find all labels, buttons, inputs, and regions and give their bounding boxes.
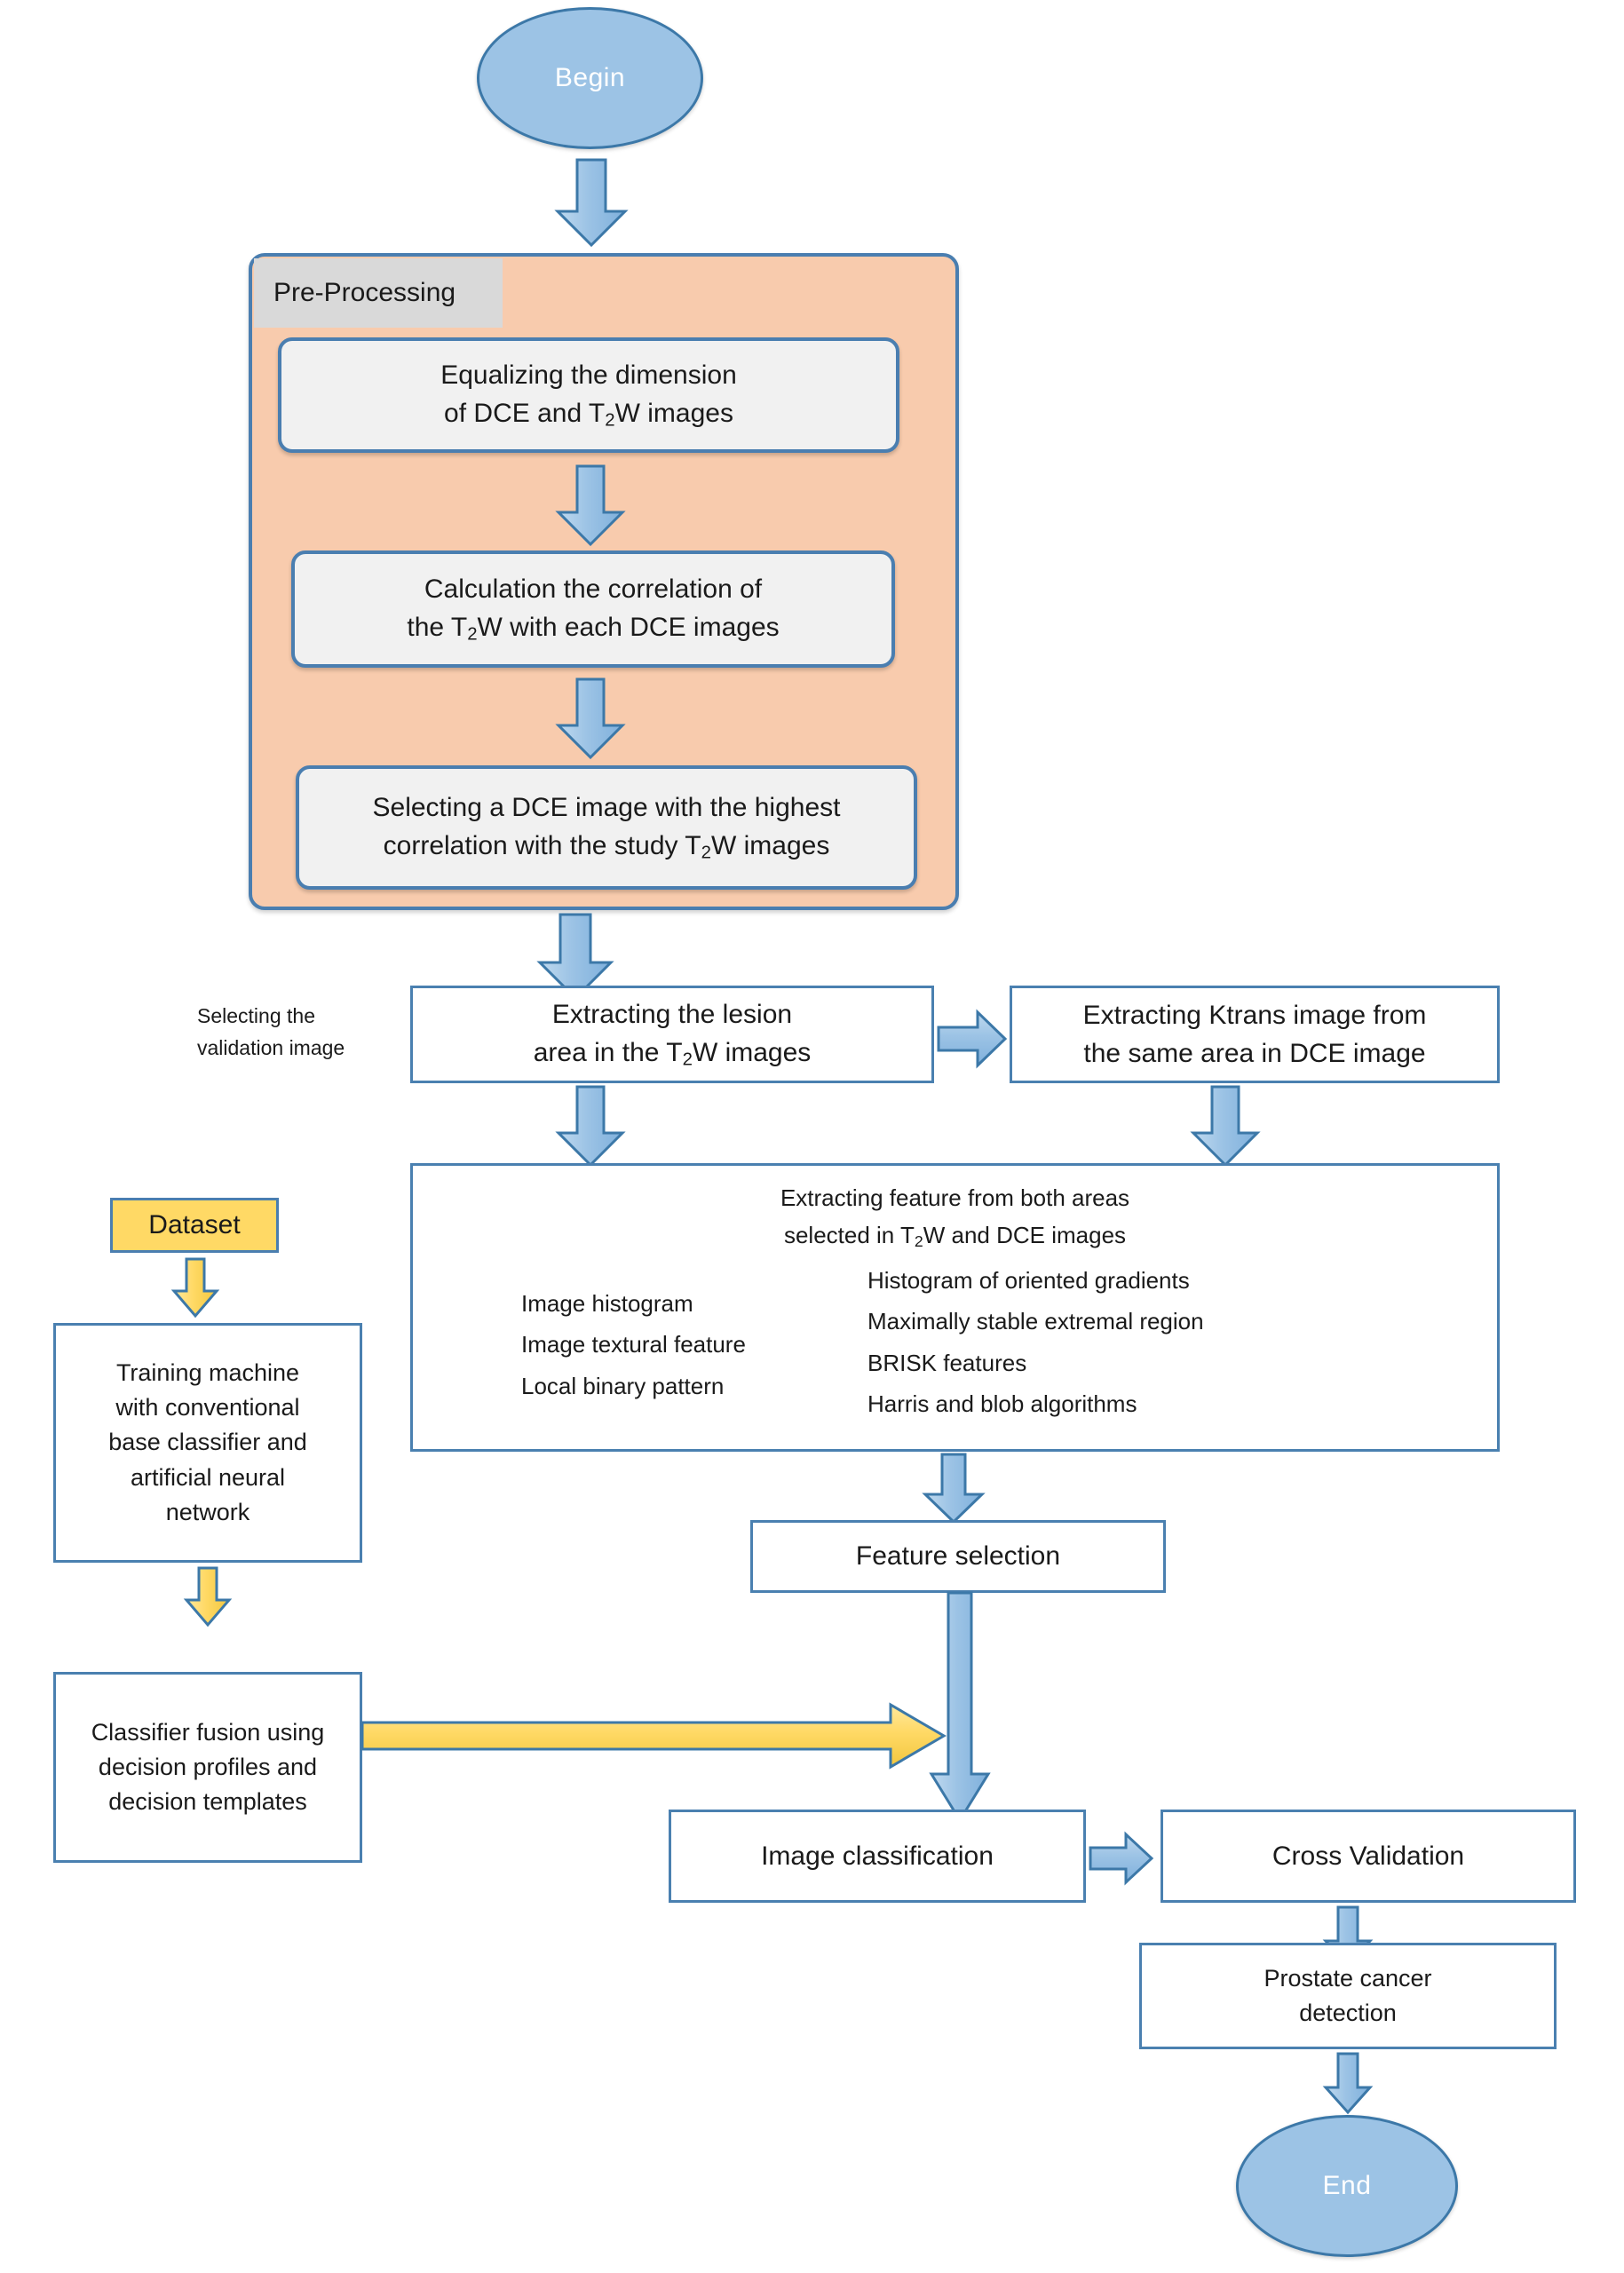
feature-extraction-heading: Extracting feature from both areas selec… bbox=[413, 1180, 1497, 1254]
arrow-extract-lesion-to-features bbox=[555, 1085, 626, 1168]
arrow-classifier-fusion-to-pipeline bbox=[360, 1702, 948, 1770]
node-feature-extraction[interactable]: Extracting feature from both areas selec… bbox=[410, 1163, 1500, 1452]
node-extract-lesion-line2-a: area in the T bbox=[533, 1038, 683, 1068]
feature-list-right: Histogram of oriented gradients Maximall… bbox=[867, 1260, 1204, 1424]
node-classifier-fusion-line2: decision profiles and bbox=[98, 1753, 318, 1780]
node-select-dce-line1: Selecting a DCE image with the highest bbox=[372, 792, 841, 822]
feature-item: Histogram of oriented gradients bbox=[867, 1267, 1190, 1294]
caption-selecting-validation-image: Selecting the validation image bbox=[197, 1001, 401, 1064]
feature-list-left: Image histogram Image textural feature L… bbox=[521, 1283, 746, 1406]
node-cross-validation[interactable]: Cross Validation bbox=[1161, 1810, 1576, 1903]
node-extract-lesion-line2: area in the T2W images bbox=[534, 1034, 812, 1073]
node-training-line3: base classifier and bbox=[108, 1429, 307, 1456]
node-select-dce-line2-a: correlation with the study T bbox=[383, 831, 701, 861]
node-dataset[interactable]: Dataset bbox=[110, 1198, 279, 1253]
node-select-dce-line2-b: W images bbox=[710, 831, 830, 861]
feature-item: Local binary pattern bbox=[521, 1372, 725, 1399]
caption-validation-line1: Selecting the bbox=[197, 1004, 315, 1027]
node-correlation-line2-a: the T bbox=[407, 613, 468, 643]
node-classifier-fusion-line1: Classifier fusion using bbox=[91, 1718, 325, 1746]
node-training-line1: Training machine bbox=[115, 1359, 300, 1387]
node-prostate-cancer-detection[interactable]: Prostate cancer detection bbox=[1139, 1943, 1557, 2049]
node-correlation-line2-b: W with each DCE images bbox=[477, 613, 780, 643]
arrow-extract-lesion-to-extract-ktrans bbox=[937, 1009, 1008, 1069]
node-correlation-line2: the T2W with each DCE images bbox=[407, 608, 779, 648]
feature-item: Harris and blob algorithms bbox=[867, 1390, 1137, 1417]
node-correlation-line2-sub: 2 bbox=[467, 624, 478, 645]
node-extract-ktrans-line2: the same area in DCE image bbox=[1083, 1039, 1426, 1068]
node-cross-validation-label: Cross Validation bbox=[1271, 1841, 1465, 1871]
node-dataset-label: Dataset bbox=[148, 1210, 241, 1240]
node-select-dce-image[interactable]: Selecting a DCE image with the highest c… bbox=[296, 765, 917, 890]
group-preprocessing-title: Pre-Processing bbox=[254, 258, 503, 328]
node-extract-lesion-line1: Extracting the lesion bbox=[551, 999, 793, 1029]
node-training-line2: with conventional bbox=[115, 1394, 300, 1422]
node-prostate-detection-line1: Prostate cancer bbox=[1264, 1964, 1432, 1992]
node-image-classification[interactable]: Image classification bbox=[669, 1810, 1086, 1903]
node-select-dce-line2: correlation with the study T2W images bbox=[384, 827, 830, 867]
feature-extraction-heading-line2-b: W and DCE images bbox=[923, 1221, 1127, 1248]
node-end[interactable]: End bbox=[1236, 2115, 1458, 2257]
node-select-dce-line2-sub: 2 bbox=[701, 843, 711, 863]
node-equalize-line2-b: W images bbox=[614, 399, 733, 429]
node-extract-ktrans[interactable]: Extracting Ktrans image from the same ar… bbox=[1010, 986, 1500, 1083]
node-training-machine[interactable]: Training machine with conventional base … bbox=[53, 1323, 362, 1563]
node-begin-label: Begin bbox=[554, 63, 626, 93]
node-correlation-line1: Calculation the correlation of bbox=[424, 574, 763, 604]
node-equalize-dimension[interactable]: Equalizing the dimension of DCE and T2W … bbox=[278, 337, 899, 453]
arrow-begin-to-preprocessing bbox=[554, 158, 629, 248]
node-image-classification-label: Image classification bbox=[761, 1841, 994, 1871]
node-training-line4: artificial neural bbox=[130, 1463, 286, 1491]
feature-item: BRISK features bbox=[867, 1349, 1027, 1376]
feature-extraction-heading-line1: Extracting feature from both areas bbox=[780, 1184, 1130, 1211]
node-extract-lesion-line2-sub: 2 bbox=[682, 1049, 693, 1070]
node-equalize-line2: of DCE and T2W images bbox=[444, 394, 733, 434]
node-extract-ktrans-line1: Extracting Ktrans image from bbox=[1082, 1000, 1427, 1030]
node-begin[interactable]: Begin bbox=[477, 7, 703, 149]
node-extract-lesion-line2-b: W images bbox=[692, 1038, 812, 1068]
node-classifier-fusion-line3: decision templates bbox=[108, 1788, 307, 1816]
node-calculate-correlation[interactable]: Calculation the correlation of the T2W w… bbox=[291, 550, 895, 668]
arrow-preprocessing-to-extract-lesion bbox=[535, 913, 615, 1001]
node-prostate-detection-line2: detection bbox=[1299, 2000, 1397, 2026]
node-equalize-line1: Equalizing the dimension bbox=[440, 360, 737, 390]
arrow-image-classification-to-cross-validation bbox=[1089, 1831, 1154, 1886]
node-feature-selection[interactable]: Feature selection bbox=[750, 1520, 1166, 1593]
arrow-features-to-feature-selection bbox=[922, 1453, 986, 1525]
arrow-correlation-to-select-dce bbox=[555, 677, 626, 760]
arrow-feature-selection-to-image-classification bbox=[929, 1591, 992, 1824]
feature-item: Image textural feature bbox=[521, 1331, 746, 1358]
caption-validation-line2: validation image bbox=[197, 1035, 345, 1059]
node-feature-selection-label: Feature selection bbox=[855, 1541, 1061, 1572]
node-training-line5: network bbox=[165, 1498, 250, 1525]
arrow-equalize-to-correlation bbox=[555, 464, 626, 547]
feature-item: Maximally stable extremal region bbox=[867, 1308, 1204, 1335]
arrow-training-to-classifier-fusion bbox=[183, 1566, 233, 1628]
arrow-dataset-to-training bbox=[170, 1257, 220, 1319]
feature-extraction-heading-line2: selected in T2W and DCE images bbox=[413, 1217, 1497, 1255]
arrow-extract-ktrans-to-features bbox=[1190, 1085, 1261, 1168]
group-preprocessing-title-label: Pre-Processing bbox=[273, 278, 456, 307]
feature-extraction-heading-line2-a: selected in T bbox=[783, 1221, 915, 1248]
feature-item: Image histogram bbox=[521, 1290, 693, 1317]
node-classifier-fusion[interactable]: Classifier fusion using decision profile… bbox=[53, 1672, 362, 1863]
node-end-label: End bbox=[1322, 2171, 1372, 2201]
node-equalize-line2-a: of DCE and T bbox=[444, 399, 606, 429]
node-extract-lesion-area[interactable]: Extracting the lesion area in the T2W im… bbox=[410, 986, 934, 1083]
feature-extraction-heading-line2-sub: 2 bbox=[914, 1232, 923, 1250]
node-equalize-line2-sub: 2 bbox=[605, 410, 615, 431]
arrow-prostate-detection-to-end bbox=[1322, 2052, 1374, 2115]
